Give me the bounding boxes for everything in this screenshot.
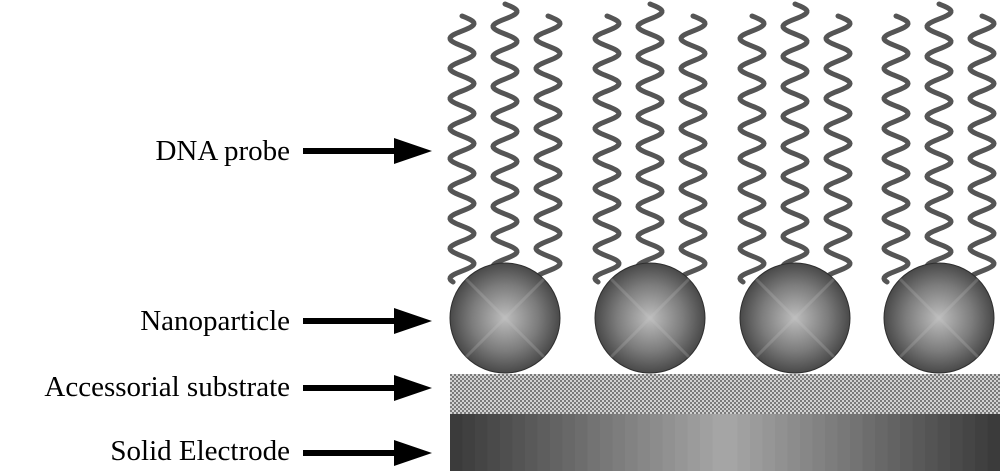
electrode-band [750, 414, 763, 471]
electrode-band [938, 414, 951, 471]
dna-probe-strand [536, 16, 560, 282]
dna-probe-strand [681, 16, 705, 282]
electrode-band [863, 414, 876, 471]
electrode-band [925, 414, 938, 471]
electrode-band [613, 414, 626, 471]
electrode-band [813, 414, 826, 471]
electrode-band [575, 414, 588, 471]
electrode-band [738, 414, 751, 471]
electrode-band [963, 414, 976, 471]
electrode-band [775, 414, 788, 471]
arrow-solid-electrode [303, 440, 432, 466]
electrode-band [600, 414, 613, 471]
dna-probe-strand [927, 4, 951, 282]
electrode-band [800, 414, 813, 471]
electrode-band [463, 414, 476, 471]
nanoparticle-sphere [595, 263, 705, 373]
dna-probe-strand [450, 16, 474, 282]
dna-probe-strand [970, 16, 994, 282]
solid-electrode [450, 414, 1000, 471]
electrode-band [788, 414, 801, 471]
electrode-band [825, 414, 838, 471]
electrode-band [688, 414, 701, 471]
electrode-band [763, 414, 776, 471]
electrode-band [500, 414, 513, 471]
electrode-band [563, 414, 576, 471]
electrode-band [525, 414, 538, 471]
electrode-band [950, 414, 963, 471]
electrode-band [513, 414, 526, 471]
arrow-dna-probe [303, 138, 432, 164]
electrode-band [638, 414, 651, 471]
electrode-band [675, 414, 688, 471]
electrode-band [625, 414, 638, 471]
electrode-band [663, 414, 676, 471]
label-solid-electrode: Solid Electrode [110, 435, 290, 467]
electrode-band [650, 414, 663, 471]
label-dna-probe: DNA probe [155, 135, 290, 167]
dna-probe-strand [884, 16, 908, 282]
electrode-band [488, 414, 501, 471]
nanoparticle-sphere [450, 263, 560, 373]
electrode-band [725, 414, 738, 471]
arrow-nanoparticle [303, 308, 432, 334]
electrode-band [550, 414, 563, 471]
electrode-band [988, 414, 1000, 471]
dna-probes [450, 4, 994, 282]
electrode-band [888, 414, 901, 471]
label-accessorial-substrate: Accessorial substrate [44, 371, 290, 403]
dna-probe-strand [638, 4, 662, 282]
dna-probe-strand [826, 16, 850, 282]
nanoparticles [450, 263, 994, 373]
electrode-band [838, 414, 851, 471]
dna-probe-strand [740, 16, 764, 282]
nanoparticle-sphere [884, 263, 994, 373]
electrode-band [713, 414, 726, 471]
nanoparticle-sphere [740, 263, 850, 373]
electrode-band [913, 414, 926, 471]
electrode-band [875, 414, 888, 471]
electrode-band [975, 414, 988, 471]
electrode-band [850, 414, 863, 471]
electrode-band [588, 414, 601, 471]
label-nanoparticle: Nanoparticle [140, 305, 290, 337]
dna-probe-strand [783, 4, 807, 282]
arrow-accessorial-substrate [303, 375, 432, 401]
electrode-band [700, 414, 713, 471]
dna-probe-strand [595, 16, 619, 282]
electrode-band [475, 414, 488, 471]
electrode-band [450, 414, 463, 471]
accessorial-substrate [450, 374, 1000, 414]
electrode-band [538, 414, 551, 471]
electrode-band [900, 414, 913, 471]
dna-probe-strand [493, 4, 517, 282]
